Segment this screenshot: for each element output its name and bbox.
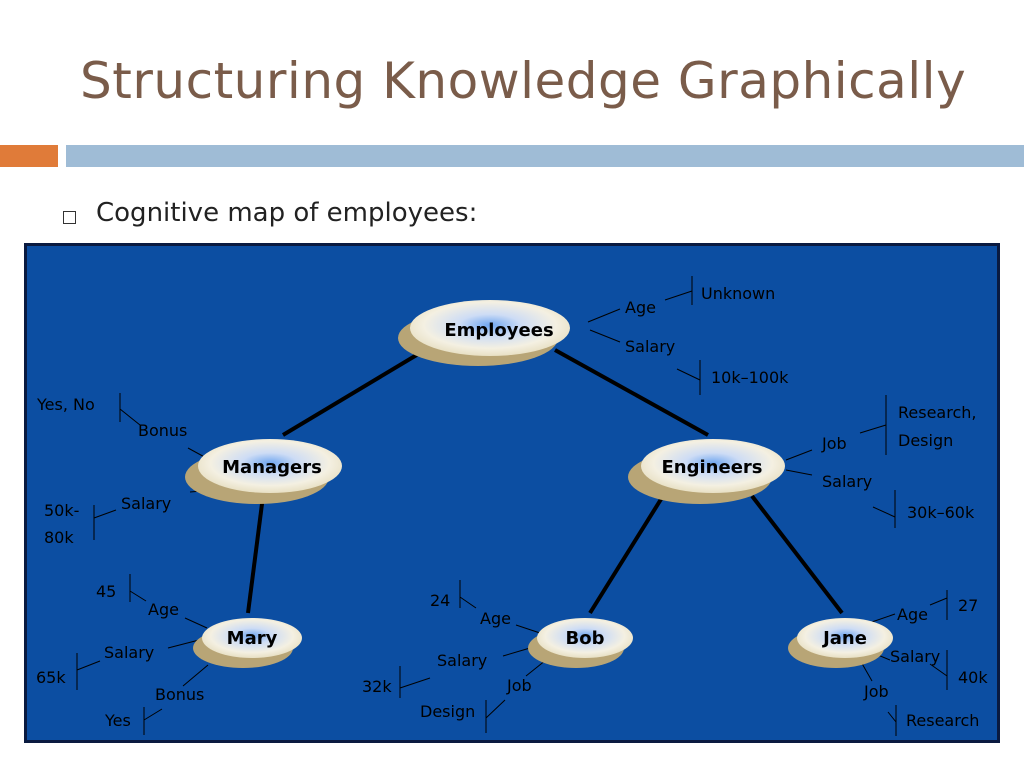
node-mary: Mary	[193, 618, 302, 668]
bob-age-label: Age	[480, 609, 511, 628]
node-bob: Bob	[528, 618, 633, 668]
mary-salary-value: 65k	[36, 668, 66, 687]
bullet-square-icon	[63, 211, 76, 224]
bob-salary-value: 32k	[362, 677, 392, 696]
mary-bonus-label: Bonus	[155, 685, 204, 704]
node-managers-label: Managers	[222, 457, 322, 478]
engineers-job-value-line1: Research,	[898, 403, 976, 422]
engineers-job-label: Job	[821, 434, 847, 453]
bob-salary-label: Salary	[437, 651, 487, 670]
jane-salary-label: Salary	[890, 647, 940, 666]
edge-employees-managers	[281, 348, 427, 437]
employees-salary-label: Salary	[625, 337, 675, 356]
mary-age-label: Age	[148, 600, 179, 619]
bob-age-value: 24	[430, 591, 450, 610]
node-engineers-label: Engineers	[662, 457, 763, 478]
employees-salary-value: 10k–100k	[711, 368, 789, 387]
jane-salary-value: 40k	[958, 668, 988, 687]
node-engineers: Engineers	[628, 439, 785, 504]
bullet-text: Cognitive map of employees:	[96, 198, 478, 228]
edge-employees-engineers	[554, 348, 709, 437]
bob-job-label: Job	[506, 676, 532, 695]
node-managers: Managers	[185, 439, 342, 504]
node-mary-label: Mary	[227, 628, 278, 649]
title-accent-orange-bar	[0, 145, 58, 167]
jane-job-value: Research	[906, 711, 979, 730]
employees-age-label: Age	[625, 298, 656, 317]
engineers-job-value-line2: Design	[898, 431, 953, 450]
managers-salary-value-line1: 50k-	[44, 501, 79, 520]
jane-age-value: 27	[958, 596, 978, 615]
node-employees-label: Employees	[444, 320, 553, 341]
edge-engineers-bob	[588, 494, 665, 615]
mary-bonus-value: Yes	[104, 711, 131, 730]
employees-age-value: Unknown	[701, 284, 775, 303]
node-jane: Jane	[788, 618, 893, 668]
attribute-links	[76, 276, 948, 736]
edge-engineers-jane	[750, 494, 844, 615]
engineers-salary-label: Salary	[822, 472, 872, 491]
jane-age-label: Age	[897, 605, 928, 624]
title-accent-blue-bar	[66, 145, 1024, 167]
engineers-salary-value: 30k–60k	[907, 503, 975, 522]
mary-age-value: 45	[96, 582, 116, 601]
managers-bonus-label: Bonus	[138, 421, 187, 440]
managers-bonus-value: Yes, No	[36, 395, 95, 414]
managers-salary-value-line2: 80k	[44, 528, 74, 547]
node-employees: Employees	[398, 300, 570, 366]
bob-job-value: Design	[420, 702, 475, 721]
hierarchy-edges	[246, 348, 844, 615]
slide-title: Structuring Knowledge Graphically	[80, 52, 967, 110]
node-bob-label: Bob	[566, 628, 605, 649]
edge-managers-mary	[246, 495, 265, 614]
node-jane-label: Jane	[821, 628, 867, 649]
mary-salary-label: Salary	[104, 643, 154, 662]
managers-salary-label: Salary	[121, 494, 171, 513]
jane-job-label: Job	[863, 682, 889, 701]
